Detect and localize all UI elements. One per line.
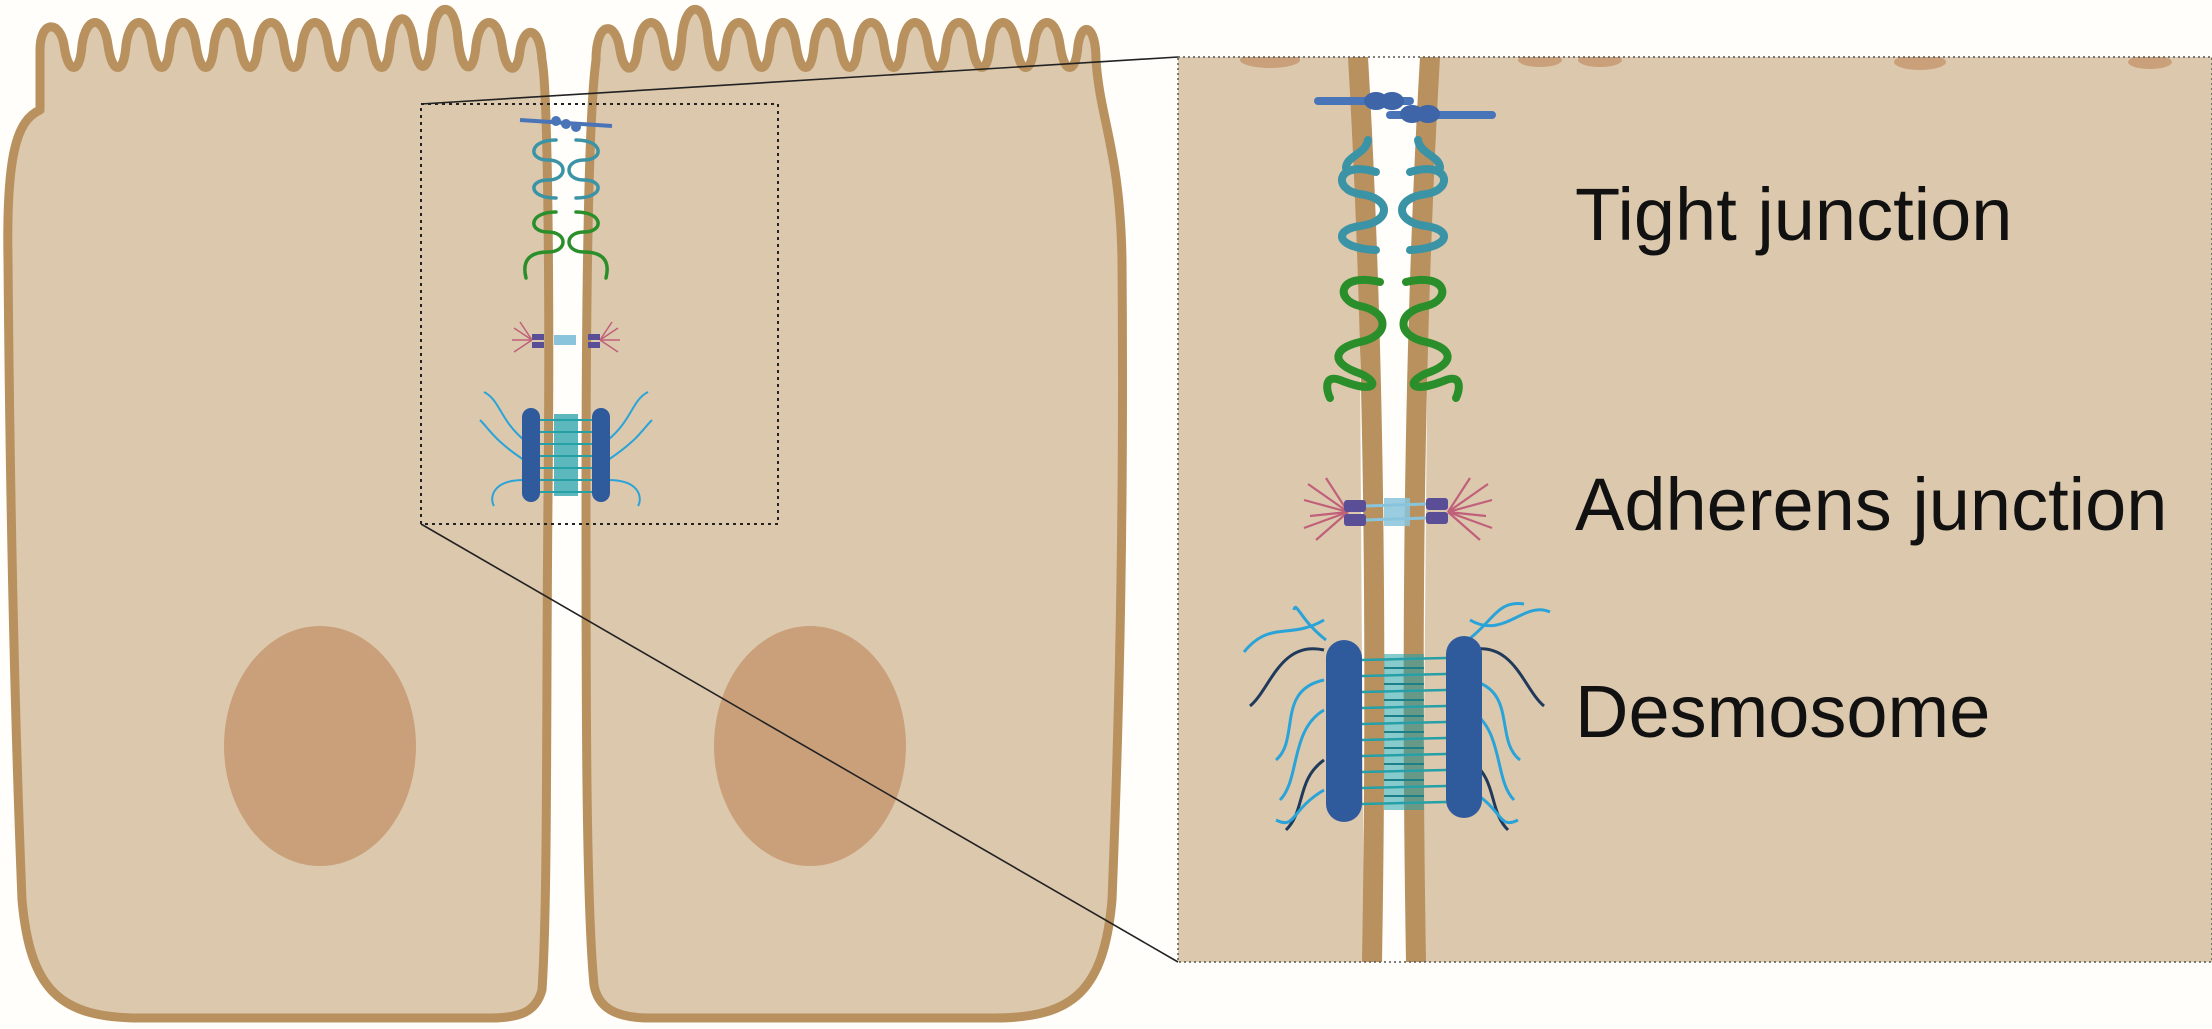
- desmosome-plaque-left: [1326, 640, 1362, 822]
- left-cell-body: [8, 9, 549, 1018]
- label-desmosome: Desmosome: [1575, 670, 1990, 753]
- left-cell-nucleus: [224, 626, 416, 866]
- desmosome-plaque-right: [1446, 636, 1482, 818]
- label-adherens-junction: Adherens junction: [1575, 463, 2167, 546]
- right-epithelial-cell: [586, 9, 1123, 1018]
- left-epithelial-cell: [8, 9, 549, 1018]
- label-tight-junction: Tight junction: [1575, 173, 2012, 256]
- right-cell-body: [586, 9, 1123, 1018]
- right-cell-nucleus: [714, 626, 906, 866]
